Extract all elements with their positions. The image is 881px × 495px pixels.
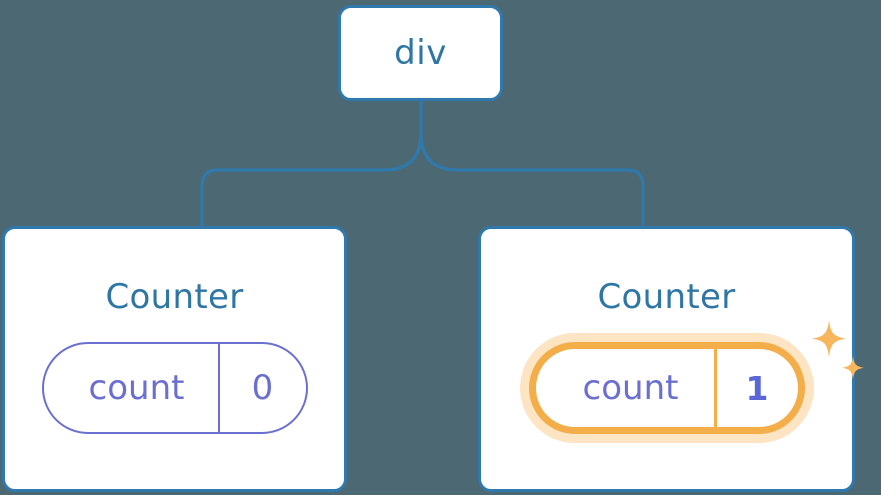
state-value: 1 [745, 368, 769, 408]
root-node-label: div [394, 33, 447, 73]
state-pill-wrapper: count 0 [41, 342, 308, 434]
sparkle-group [811, 320, 864, 380]
component-title: Counter [597, 277, 736, 317]
state-key: count [44, 344, 220, 432]
state-key: count [536, 349, 717, 427]
sparkle-icon [811, 320, 846, 358]
state-pill[interactable]: count 0 [41, 342, 308, 434]
sparkle-small-icon [841, 356, 864, 380]
component-title: Counter [105, 277, 244, 317]
root-node-div[interactable]: div [338, 5, 503, 101]
connector-right [419, 99, 645, 228]
component-card-counter-right[interactable]: Counter count 1 [478, 226, 864, 492]
connector-left [200, 99, 423, 228]
state-pill-wrapper: count 1 [528, 320, 864, 434]
state-value: 0 [251, 368, 274, 408]
component-card-counter-left[interactable]: Counter count 0 [2, 226, 347, 492]
state-pill-highlighted[interactable]: count 1 [528, 342, 805, 434]
